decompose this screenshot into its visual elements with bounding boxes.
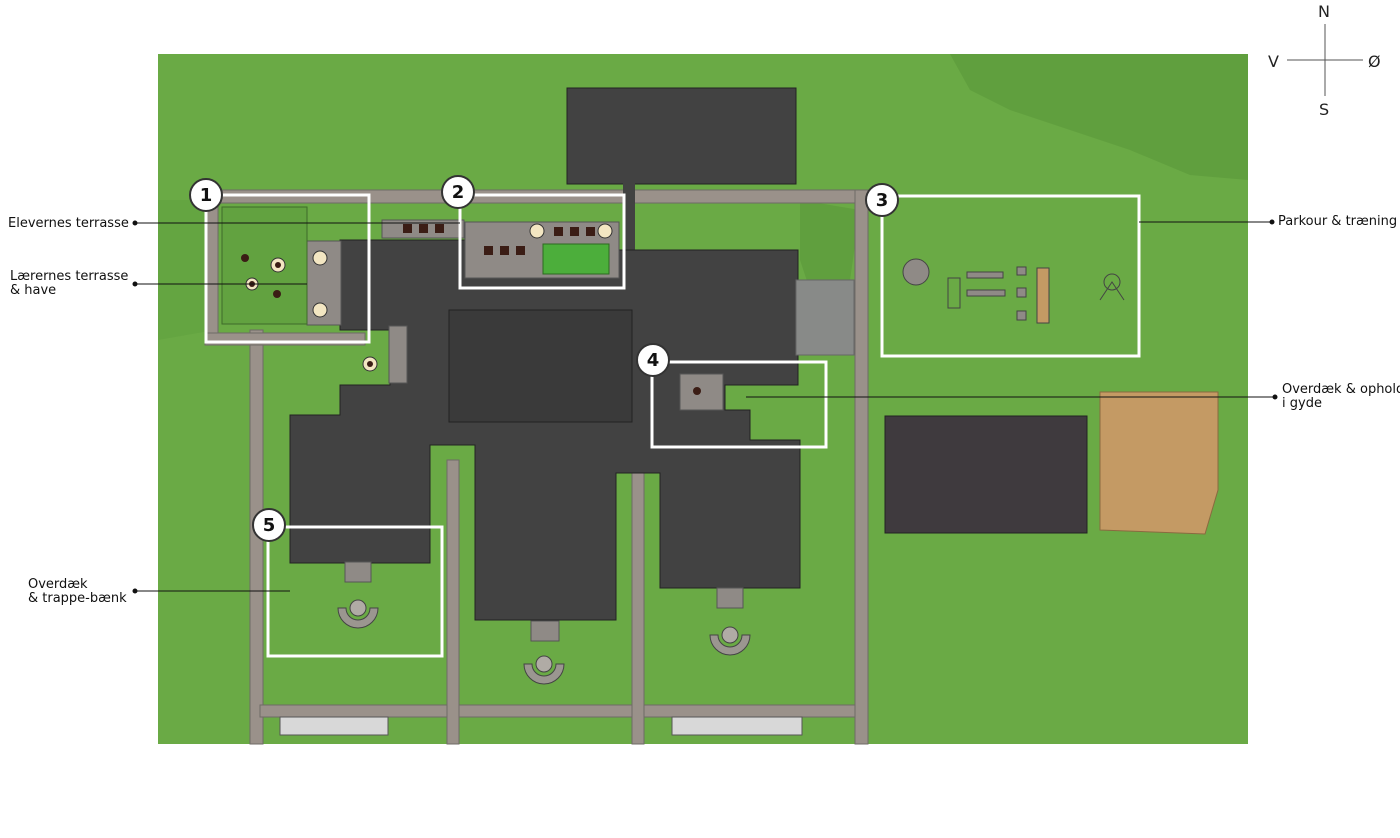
label-zone-1-line1: Elevernes terrasse [8,216,129,231]
amphi-seats [337,599,751,685]
ramp-west [388,325,408,384]
zone-4-outline [650,360,828,449]
compass-west: V [1268,52,1279,71]
label-zone-4-line2: i gyde [1282,396,1322,411]
terrace-2-green-roof [542,243,610,275]
label-zone-3: Parkour & træning [1278,215,1397,229]
label-zone-5: Overdæk & trappe-bænk [28,578,127,606]
zone-3-outline [880,194,1141,358]
zone-badge-4: 4 [636,343,670,377]
label-zone-3-line1: Parkour & træning [1278,214,1398,229]
east-dark-building [884,415,1088,534]
label-zone-4: Overdæk & ophold i gyde [1282,383,1400,411]
label-zone-2: Lærernes terrasse & have [10,270,128,298]
compass-east: Ø [1368,52,1381,71]
terrain-patch-mid [800,200,860,290]
main-building [289,239,801,621]
label-zone-2-line1: Lærernes terrasse [10,269,129,284]
parkour-equipment [902,258,1125,324]
zone-4-deck [679,373,724,411]
east-sand-area [1099,391,1219,535]
zone-2-outline [458,193,626,290]
terrace-2-seats [403,224,595,255]
terrain-patch-ne [950,54,1248,180]
label-zone-4-line1: Overdæk & ophold [1282,382,1400,397]
bike-racks [279,716,803,736]
terrace-2-tree-w [529,223,545,239]
compass-north: N [1318,2,1330,21]
zone-4-tree [693,387,701,395]
building-north-link [623,183,635,253]
label-zone-5-line2: & trappe-bænk [28,591,127,606]
terrace-1-garden [221,206,308,325]
zone-badge-5: 5 [252,508,286,542]
compass-cross [1287,24,1363,96]
terrace-2-tree-e [597,223,613,239]
building-north [566,87,797,185]
leader-lines [132,219,1278,594]
zone-1-outline [204,193,371,344]
south-steps [344,561,744,642]
label-zone-1: Elevernes terrasse [8,217,129,231]
zone-badge-2: 2 [441,175,475,209]
zone-badge-3: 3 [865,183,899,217]
east-ramp [795,279,855,356]
label-zone-2-line2: & have [10,283,57,298]
label-zone-5-line1: Overdæk [28,577,88,592]
zone-badge-1: 1 [189,178,223,212]
main-building-courtyard [448,309,633,423]
compass-south: S [1319,100,1330,119]
